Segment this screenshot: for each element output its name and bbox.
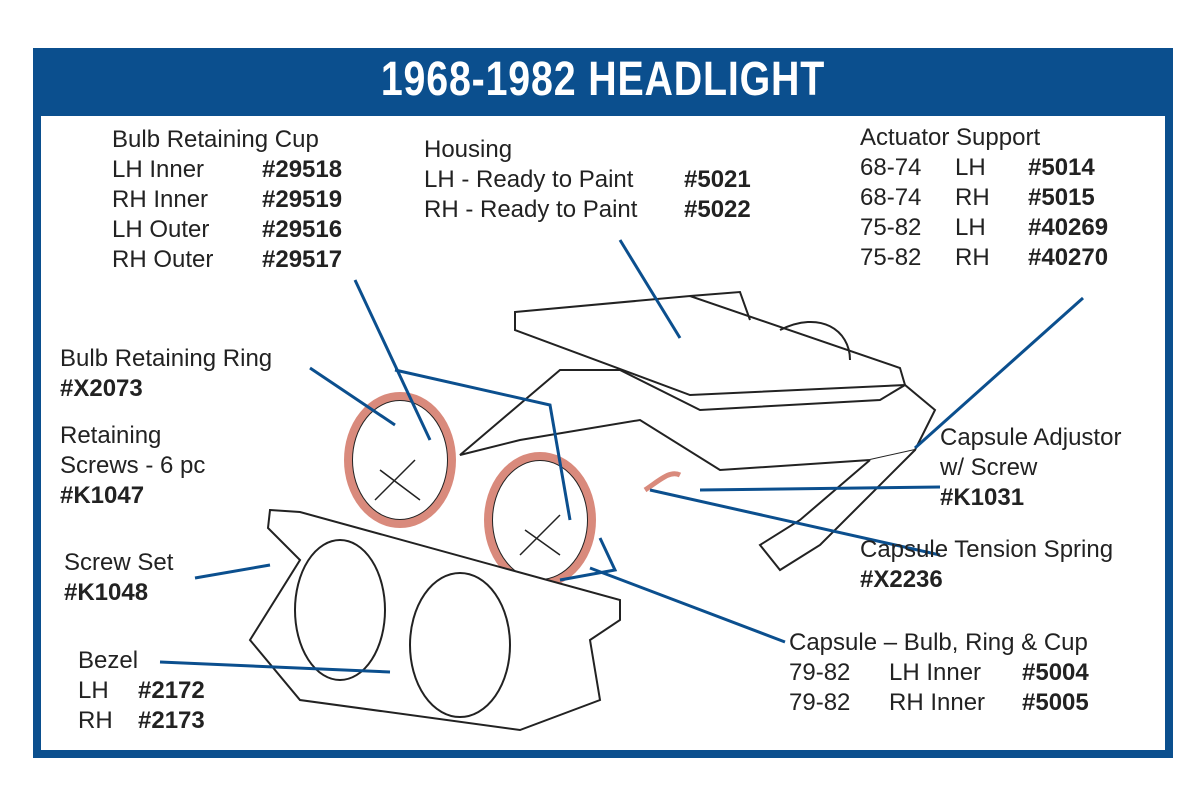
callout-bulb-retaining-cup: Bulb Retaining Cup LH Inner #29518 RH Inn… (112, 125, 342, 275)
diagram-canvas (41, 116, 1165, 750)
part-number: #X2073 (60, 375, 143, 402)
left-retaining-ring (344, 392, 456, 528)
callout-title: Capsule Tension Spring (860, 536, 1114, 563)
part-desc: LH Inner (889, 659, 982, 686)
part-number: #K1048 (64, 579, 149, 606)
callout-title: Retaining (60, 422, 162, 449)
callout-capsule-tension-spring: Capsule Tension Spring #X2236 (860, 535, 1113, 595)
part-number: #29517 (262, 246, 343, 273)
bezel-drawing (248, 508, 621, 732)
callout-title: Screws - 6 pc (60, 452, 206, 479)
part-number: #5021 (684, 166, 751, 193)
part-desc: RH - Ready to Paint (424, 196, 638, 223)
year-range: 75-82 (860, 214, 922, 241)
leader-lines (159, 239, 1084, 674)
part-number: #2172 (138, 677, 205, 704)
part-desc: LH (955, 214, 986, 241)
part-desc: RH (955, 184, 990, 211)
year-range: 79-82 (789, 689, 851, 716)
part-number: #X2236 (860, 566, 943, 593)
part-number: #29519 (262, 186, 343, 213)
callout-title: Bulb Retaining Cup (112, 126, 319, 153)
part-number: #K1047 (60, 482, 145, 509)
year-range: 68-74 (860, 184, 922, 211)
part-number: #2173 (138, 707, 205, 734)
part-number: #5014 (1028, 154, 1095, 181)
part-number: #5015 (1028, 184, 1095, 211)
callout-retaining-screws: Retaining Screws - 6 pc #K1047 (60, 421, 205, 511)
callout-capsule: Capsule – Bulb, Ring & Cup 79-82 LH Inner… (789, 628, 1089, 718)
callout-title: Housing (424, 136, 513, 163)
part-number: #40269 (1028, 214, 1109, 241)
part-desc: LH (955, 154, 986, 181)
callout-title: Capsule Adjustor (940, 424, 1122, 451)
callout-title: Capsule – Bulb, Ring & Cup (789, 629, 1088, 656)
part-desc: RH (78, 707, 113, 734)
part-number: #5005 (1022, 689, 1089, 716)
part-desc: LH Inner (112, 156, 205, 183)
callout-title: Screw Set (64, 549, 174, 576)
part-number: #40270 (1028, 244, 1109, 271)
callout-bulb-retaining-ring: Bulb Retaining Ring #X2073 (60, 344, 272, 404)
part-desc: LH (78, 677, 109, 704)
callout-title: Bezel (78, 647, 139, 674)
part-desc: RH Inner (112, 186, 209, 213)
part-number: #5022 (684, 196, 751, 223)
housing-drawing (459, 290, 937, 572)
year-range: 79-82 (789, 659, 851, 686)
callout-title: w/ Screw (940, 454, 1038, 481)
part-desc: RH Inner (889, 689, 986, 716)
part-number: #5004 (1022, 659, 1089, 686)
year-range: 68-74 (860, 154, 922, 181)
callout-screw-set: Screw Set #K1048 (64, 548, 173, 608)
callout-title: Actuator Support (860, 124, 1041, 151)
callout-capsule-adjustor: Capsule Adjustor w/ Screw #K1031 (940, 423, 1121, 513)
part-number: #29518 (262, 156, 343, 183)
callout-bezel: Bezel LH #2172 RH #2173 (78, 646, 205, 736)
tension-spring (643, 471, 682, 493)
part-number: #29516 (262, 216, 343, 243)
part-desc: LH Outer (112, 216, 210, 243)
part-desc: LH - Ready to Paint (424, 166, 634, 193)
part-desc: RH Outer (112, 246, 214, 273)
callout-title: Bulb Retaining Ring (60, 345, 273, 372)
year-range: 75-82 (860, 244, 922, 271)
callout-housing: Housing LH - Ready to Paint #5021 RH - Re… (424, 135, 751, 225)
part-desc: RH (955, 244, 990, 271)
diagram-title: 1968-1982 HEADLIGHT (380, 53, 826, 106)
part-number: #K1031 (940, 484, 1025, 511)
